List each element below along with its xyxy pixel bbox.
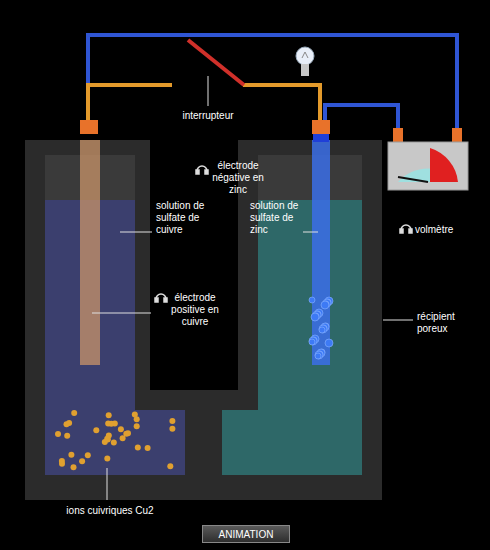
copper-ion — [111, 440, 117, 446]
copper-ion — [134, 423, 140, 429]
orange-wire — [243, 85, 320, 122]
part-label: électrode négative en zinc — [212, 160, 264, 196]
copper-ion — [104, 456, 110, 462]
switch-lever — [188, 40, 244, 85]
bubble — [315, 353, 321, 359]
copper-ion — [66, 420, 72, 426]
right-headspace — [258, 155, 362, 200]
copper-ion — [106, 433, 112, 439]
copper-ion — [79, 458, 85, 464]
copper-ion — [55, 431, 61, 437]
copper-ion — [134, 416, 140, 422]
zinc-terminal — [312, 120, 330, 134]
copper-ion — [118, 426, 124, 432]
blue-wire — [88, 35, 457, 132]
zinc-bubbles — [309, 297, 333, 359]
light-bulb — [296, 47, 314, 76]
zinc-sulfate-solution — [222, 200, 362, 475]
part-label: électrode positive en cuivre — [168, 292, 222, 328]
button-text: ANIMATION — [203, 529, 289, 541]
voltmeter — [388, 142, 468, 190]
bubble — [319, 325, 327, 333]
voltmeter-terminal — [452, 128, 462, 142]
zinc-cap — [313, 134, 329, 142]
bubble — [319, 327, 325, 333]
sound-icon — [400, 225, 412, 233]
bubble — [315, 351, 323, 359]
copper-sulfate-solution — [45, 200, 185, 475]
copper-ion — [71, 410, 77, 416]
bubble — [311, 313, 319, 321]
copper-ion — [167, 463, 173, 469]
orange-wire — [88, 85, 172, 122]
copper-ion — [64, 433, 70, 439]
sound-icon — [196, 166, 208, 174]
copper-ion — [106, 412, 112, 418]
part-label: solution de sulfate de cuivre — [156, 200, 206, 236]
animation-button: ANIMATION — [202, 525, 290, 543]
bubble — [309, 337, 317, 345]
copper-ion — [169, 418, 175, 424]
copper-terminal — [80, 120, 98, 134]
voltmeter-terminal — [393, 128, 403, 142]
copper-ion — [120, 435, 126, 441]
copper-ion — [68, 452, 74, 458]
vessel — [25, 140, 382, 500]
bubble — [309, 297, 315, 303]
copper-ion — [135, 445, 141, 451]
copper-electrode — [80, 140, 100, 365]
bubble — [309, 339, 315, 345]
sound-icon — [155, 294, 167, 302]
copper-ion — [108, 421, 114, 427]
copper-ion — [145, 445, 151, 451]
copper-ion — [125, 430, 131, 436]
voltmeter-wire — [325, 105, 398, 132]
copper-ions — [55, 410, 175, 470]
bubble — [321, 301, 329, 309]
leader-lines — [92, 76, 413, 500]
copper-ion — [169, 426, 175, 432]
bubble — [325, 339, 333, 347]
copper-ion — [93, 427, 99, 433]
zinc-electrode — [312, 140, 330, 365]
part-label: solution de sulfate de zinc — [250, 200, 300, 236]
copper-ion — [85, 452, 91, 458]
part-label: récipient poreux — [417, 311, 469, 335]
part-label: ions cuivriques Cu2 — [40, 505, 180, 517]
copper-ion — [59, 461, 65, 467]
copper-ion — [71, 464, 77, 470]
part-label: interrupteur — [176, 110, 240, 122]
part-label: volmètre — [415, 224, 475, 236]
